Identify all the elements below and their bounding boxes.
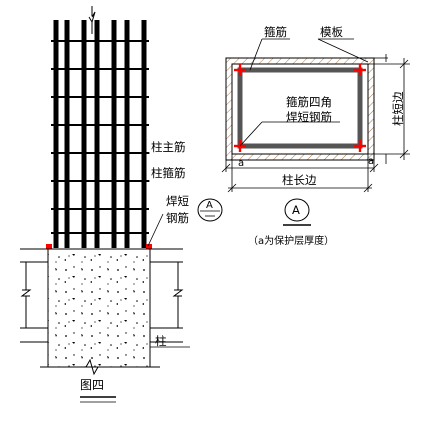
stirrup-section <box>237 67 363 149</box>
label-corner-line2: 焊短钢筋 <box>286 110 332 124</box>
label-stirrup-section: 箍筋 <box>264 25 287 39</box>
column-elevation <box>20 6 190 376</box>
floor-slab <box>20 248 184 343</box>
top-break-symbol <box>88 6 96 34</box>
leaders <box>144 152 190 348</box>
dim-long-side <box>221 154 379 193</box>
callout-a-left: A <box>197 198 223 222</box>
label-column: 柱 <box>155 334 167 348</box>
bottom-break-symbol <box>40 358 160 376</box>
label-main-bar: 柱主筋 <box>151 140 186 154</box>
weld-marks <box>46 244 152 249</box>
callout-letter-section: A <box>292 203 300 217</box>
label-a-left: a <box>238 158 244 169</box>
stirrups <box>51 40 149 234</box>
main-bars <box>53 20 147 248</box>
note-cover-thickness: （a为保护层厚度） <box>248 234 334 247</box>
callout-a-section: A <box>283 198 311 226</box>
label-formwork: 模板 <box>320 25 343 39</box>
concrete-column <box>47 248 151 368</box>
section-a <box>221 38 410 193</box>
label-long-side: 柱长边 <box>282 173 317 187</box>
label-corner-line1: 箍筋四角 <box>286 95 332 109</box>
label-weld-line1: 焊短 <box>166 194 189 208</box>
figure-caption: 图四 <box>80 378 104 392</box>
section-leaders <box>239 38 369 147</box>
label-a-right: a <box>368 156 374 167</box>
label-stirrup-left: 柱箍筋 <box>151 166 186 180</box>
dim-short-side <box>368 54 410 164</box>
callout-letter-left: A <box>206 200 213 211</box>
label-weld-line2: 钢筋 <box>166 211 189 225</box>
label-short-side: 柱短边 <box>391 91 405 126</box>
